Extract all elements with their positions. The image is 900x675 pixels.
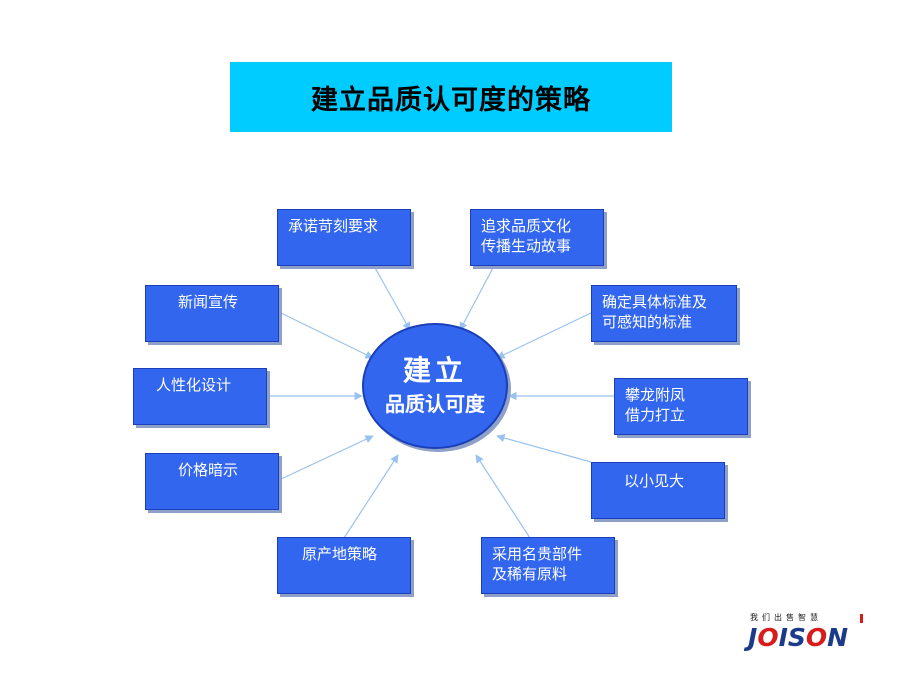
connector-origin — [343, 454, 399, 539]
node-standard: 确定具体标准及 可感知的标准 — [591, 285, 737, 342]
node-commit: 承诺苛刻要求 — [277, 209, 411, 266]
node-price: 价格暗示 — [145, 453, 279, 510]
title-banner: 建立品质认可度的策略 — [230, 62, 672, 132]
center-line-1: 建立 — [402, 354, 467, 387]
page-title: 建立品质认可度的策略 — [311, 84, 591, 116]
connector-small — [496, 433, 592, 463]
connector-news — [278, 311, 374, 359]
logo-accent-bar — [860, 614, 863, 623]
connector-commit — [373, 265, 411, 331]
node-small: 以小见大 — [591, 462, 725, 519]
connector-culture — [459, 265, 495, 331]
node-parts: 采用名贵部件 及稀有原料 — [481, 537, 615, 594]
logo-wordmark: JOISON — [748, 623, 849, 652]
connector-parts — [475, 454, 531, 539]
node-news: 新闻宣传 — [145, 285, 279, 342]
joison-logo: 我们出售智慧 JOISON — [748, 612, 868, 654]
node-origin: 原产地策略 — [277, 537, 411, 594]
logo-tagline: 我们出售智慧 — [750, 613, 822, 622]
center-line-2: 品质认可度 — [385, 392, 485, 416]
center-node: 建立 品质认可度 — [362, 323, 508, 449]
node-leverage: 攀龙附凤 借力打立 — [614, 378, 748, 435]
connector-price — [278, 435, 374, 481]
node-human: 人性化设计 — [133, 368, 267, 425]
node-culture: 追求品质文化 传播生动故事 — [470, 209, 604, 266]
connector-standard — [496, 311, 594, 359]
